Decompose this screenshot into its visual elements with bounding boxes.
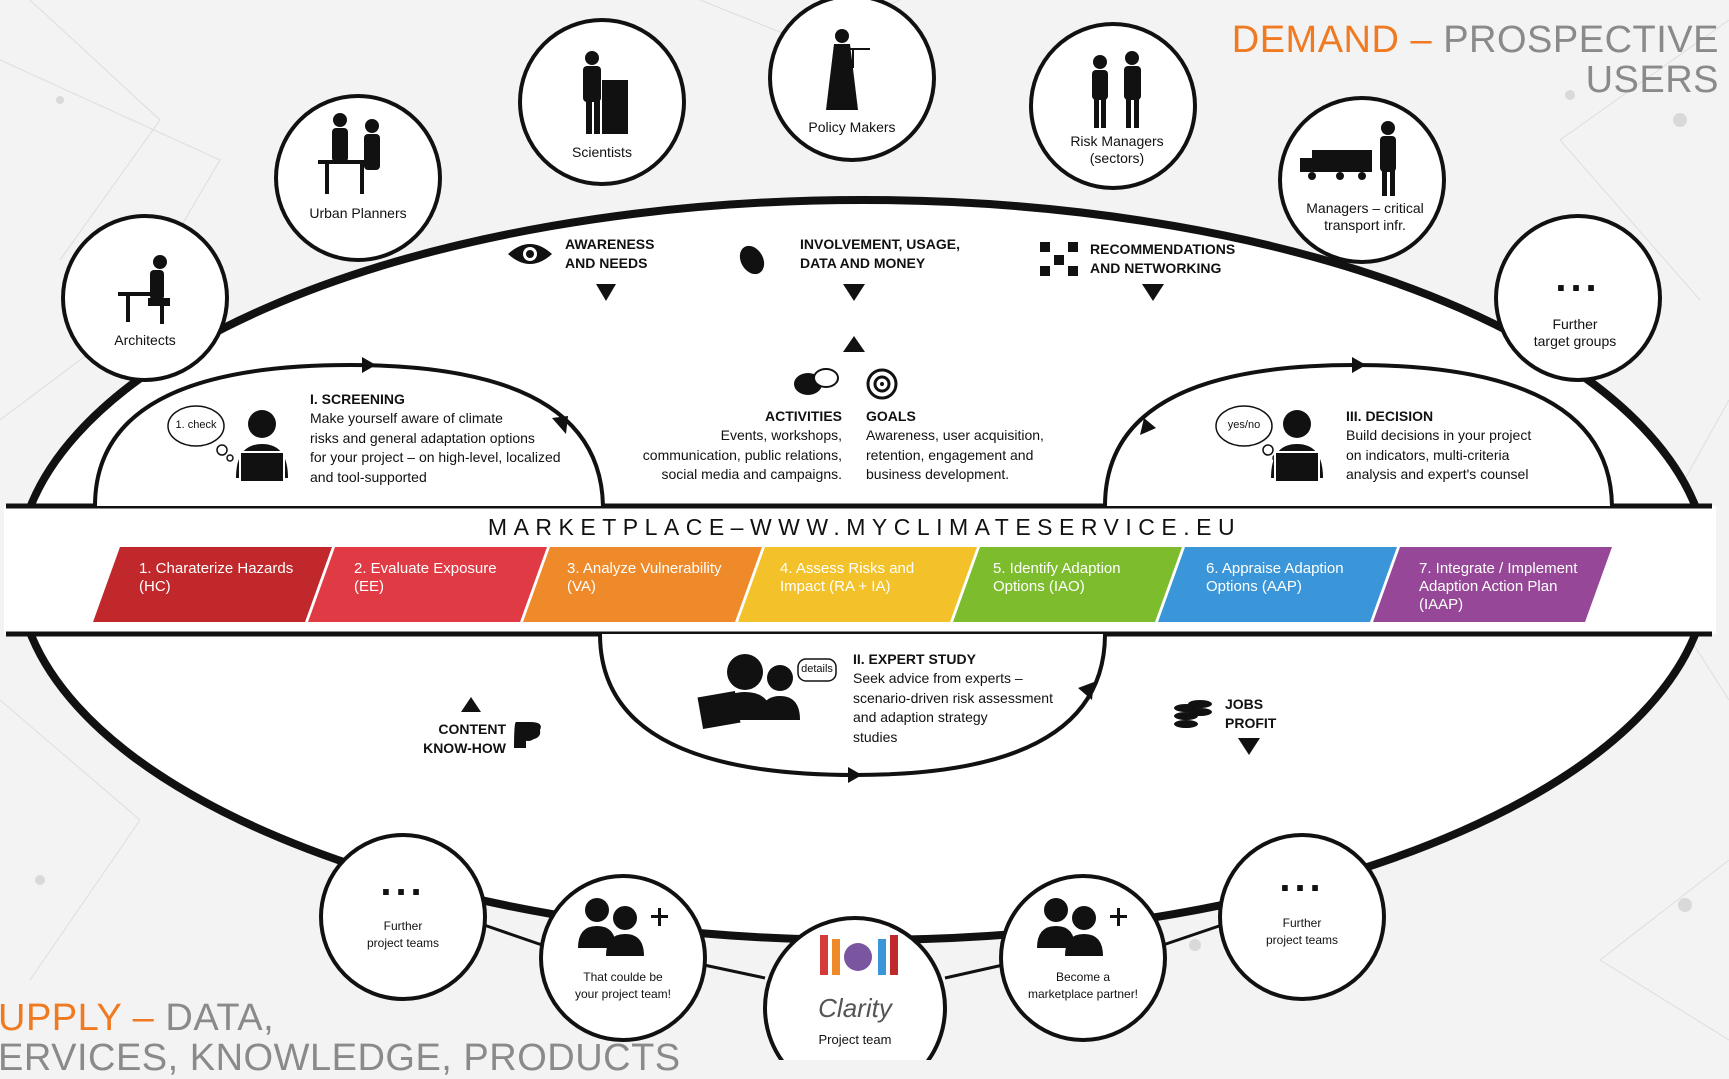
brain-head-icon [514,722,541,748]
group-urban-planners: Urban Planners [309,205,407,221]
risk-managers-icon [1092,51,1141,128]
clarity-logo [820,935,898,975]
ellipsis-icon: ... [1279,856,1325,900]
stage-bars [93,547,1612,622]
stage-1: 1. Charaterize Hazards(HC) [139,560,294,595]
group-policy-makers: Policy Makers [808,119,896,135]
ellipsis-icon: ... [380,860,426,904]
screening-block: I. SCREENING Make yourself aware of clim… [310,391,561,485]
flow-involvement: INVOLVEMENT, USAGE,DATA AND MONEY [800,236,960,271]
add-partner-icon [1037,898,1127,956]
mouse-icon [739,245,765,275]
group-architects: Architects [114,332,176,348]
chat-icon [794,368,839,395]
screening-person-icon [236,410,288,483]
urban-planners-icon [318,113,380,194]
expert-bubble: details [801,663,833,675]
stage-2: 2. Evaluate Exposure(EE) [354,560,497,595]
group-risk-managers: Risk Managers(sectors) [1070,133,1164,166]
stage-3: 3. Analyze Vulnerability(VA) [567,560,722,595]
network-icon [1040,242,1078,276]
supply-heading: UPPLY – DATA, ERVICES, KNOWLEDGE, PRODUC… [0,997,681,1079]
clarity-logo-text: Clarity [818,993,892,1023]
truck-icon [1300,121,1396,196]
group-scientists: Scientists [572,144,632,160]
scientist-icon [583,51,628,134]
ellipsis-icon: ... [1555,256,1601,300]
architect-icon [118,255,170,324]
justice-icon [826,29,870,110]
add-user-icon [578,898,668,956]
decision-bubble: yes/no [1227,419,1261,431]
decision-person-icon [1271,410,1323,483]
marketplace-title: MARKETPLACE–WWW.MYCLIMATESERVICE.EU [487,514,1242,540]
screening-arc [93,362,605,507]
activities-block: ACTIVITIES Events, workshops, communicat… [642,408,842,482]
target-icon [866,368,898,400]
goals-block: GOALS Awareness, user acquisition, reten… [866,408,1044,482]
expert-study-block: II. EXPERT STUDY Seek advice from expert… [853,651,1053,745]
eye-icon [508,244,552,264]
coins-icon [1174,700,1212,728]
demand-heading: DEMAND – PROSPECTIVE USERS [1231,19,1719,101]
decision-block: III. DECISION Build decisions in your pr… [1346,408,1532,482]
expert-people-icon [697,654,800,730]
screening-bubble: 1. check [175,419,217,431]
group-project-team: Project team [818,1032,892,1047]
